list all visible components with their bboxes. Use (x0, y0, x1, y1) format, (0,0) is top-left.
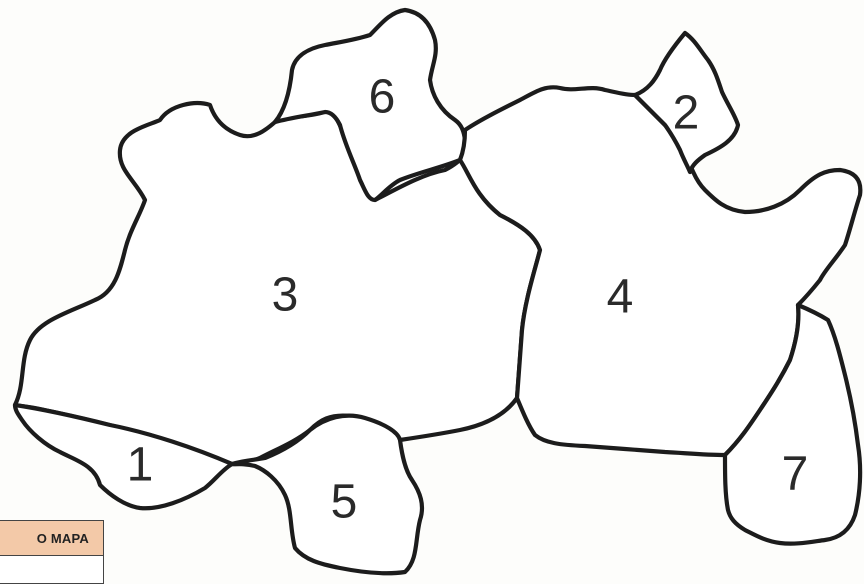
region-3-label: 3 (272, 269, 299, 322)
region-5[interactable] (229, 413, 425, 576)
region-1[interactable] (12, 402, 235, 511)
legend-header: O MAPA (0, 521, 103, 556)
region-7[interactable] (722, 302, 863, 546)
legend-body (0, 556, 103, 584)
region-4[interactable] (457, 85, 863, 458)
region-6[interactable] (272, 7, 468, 203)
region-5-label: 5 (331, 476, 358, 529)
region-7-label: 7 (782, 448, 809, 501)
legend-table: O MAPA (0, 520, 104, 584)
region-6-label: 6 (369, 71, 396, 124)
region-2[interactable] (632, 30, 741, 175)
region-4-label: 4 (607, 271, 634, 324)
region-2-label: 2 (673, 87, 700, 140)
region-1-label: 1 (127, 439, 154, 492)
